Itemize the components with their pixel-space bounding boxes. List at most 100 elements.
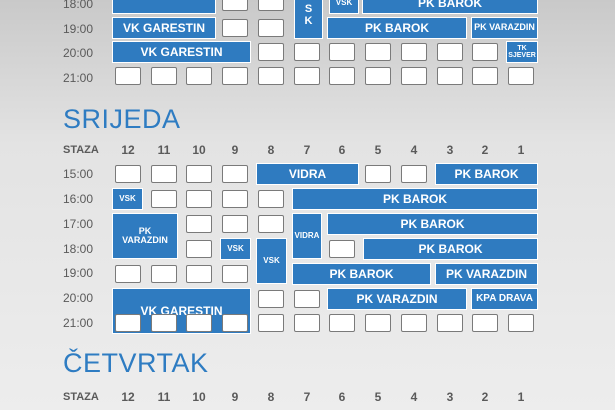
booking-block[interactable] (112, 0, 216, 14)
free-slot[interactable] (258, 190, 284, 208)
free-slot[interactable] (258, 67, 284, 85)
free-slot[interactable] (222, 314, 248, 332)
free-slot[interactable] (222, 165, 248, 183)
lane-header: STAZA (63, 391, 99, 403)
free-slot[interactable] (365, 165, 391, 183)
free-slot[interactable] (258, 314, 284, 332)
booking-block[interactable]: PK BAROK (327, 213, 538, 235)
lane-header: STAZA (63, 144, 99, 156)
free-slot[interactable] (186, 240, 212, 258)
lane-number: 8 (267, 390, 275, 404)
free-slot[interactable] (115, 165, 141, 183)
free-slot[interactable] (258, 215, 284, 233)
free-slot[interactable] (258, 0, 284, 11)
free-slot[interactable] (115, 265, 141, 283)
free-slot[interactable] (437, 314, 463, 332)
booking-block[interactable]: VSK (112, 188, 143, 210)
free-slot[interactable] (222, 215, 248, 233)
free-slot[interactable] (294, 314, 320, 332)
free-slot[interactable] (437, 43, 463, 61)
booking-block[interactable]: VK GARESTIN (112, 17, 216, 39)
free-slot[interactable] (365, 67, 391, 85)
time-label: 17:00 (63, 217, 94, 231)
free-slot[interactable] (508, 314, 534, 332)
booking-block[interactable]: PK VARAZDIN (471, 17, 538, 39)
booking-block[interactable]: PK BAROK (362, 0, 538, 14)
free-slot[interactable] (401, 43, 427, 61)
free-slot[interactable] (401, 314, 427, 332)
lane-number: 6 (338, 390, 346, 404)
time-label: 18:00 (63, 0, 94, 11)
free-slot[interactable] (365, 314, 391, 332)
time-label: 19:00 (63, 266, 94, 280)
booking-block[interactable]: PK BAROK (363, 238, 538, 260)
booking-block[interactable]: PK VARAZDIN (112, 213, 178, 259)
day-title: ČETVRTAK (63, 348, 209, 378)
booking-block[interactable]: PK BAROK (327, 17, 467, 39)
free-slot[interactable] (151, 314, 177, 332)
booking-block[interactable]: VIDRA (256, 163, 359, 185)
booking-block[interactable]: PK BAROK (435, 163, 538, 185)
free-slot[interactable] (186, 165, 212, 183)
free-slot[interactable] (329, 43, 355, 61)
free-slot[interactable] (508, 67, 534, 85)
free-slot[interactable] (258, 43, 284, 61)
booking-block[interactable]: PK VARAZDIN (327, 288, 467, 310)
lane-number: 2 (481, 390, 489, 404)
free-slot[interactable] (222, 0, 248, 11)
time-label: 18:00 (63, 242, 94, 256)
free-slot[interactable] (258, 290, 284, 308)
free-slot[interactable] (151, 165, 177, 183)
free-slot[interactable] (472, 314, 498, 332)
free-slot[interactable] (151, 67, 177, 85)
day-title: SRIJEDA (63, 104, 181, 134)
booking-block[interactable]: S K (294, 0, 323, 39)
free-slot[interactable] (401, 67, 427, 85)
free-slot[interactable] (151, 190, 177, 208)
free-slot[interactable] (365, 43, 391, 61)
booking-block[interactable]: VIDRA (292, 213, 322, 259)
free-slot[interactable] (186, 215, 212, 233)
free-slot[interactable] (437, 67, 463, 85)
lane-number: 8 (267, 143, 275, 157)
free-slot[interactable] (401, 165, 427, 183)
booking-block[interactable]: VSK (329, 0, 359, 14)
free-slot[interactable] (186, 265, 212, 283)
free-slot[interactable] (151, 265, 177, 283)
booking-block[interactable]: TK SJEVER (506, 41, 538, 63)
lane-number: 2 (481, 143, 489, 157)
lane-number: 7 (303, 143, 311, 157)
free-slot[interactable] (186, 314, 212, 332)
free-slot[interactable] (115, 314, 141, 332)
free-slot[interactable] (222, 19, 248, 37)
free-slot[interactable] (115, 67, 141, 85)
lane-number: 12 (121, 390, 135, 404)
free-slot[interactable] (329, 314, 355, 332)
free-slot[interactable] (222, 67, 248, 85)
booking-block[interactable]: PK BAROK (292, 263, 431, 285)
booking-block[interactable]: VSK (256, 238, 287, 284)
lane-number: 10 (192, 143, 206, 157)
free-slot[interactable] (222, 190, 248, 208)
lane-number: 11 (157, 390, 171, 404)
free-slot[interactable] (329, 240, 355, 258)
booking-block[interactable]: PK VARAZDIN (435, 263, 538, 285)
time-label: 21:00 (63, 71, 94, 85)
free-slot[interactable] (186, 190, 212, 208)
booking-block[interactable]: KPA DRAVA (471, 288, 538, 310)
booking-block[interactable]: VK GARESTIN (112, 41, 251, 63)
free-slot[interactable] (294, 43, 320, 61)
free-slot[interactable] (329, 67, 355, 85)
free-slot[interactable] (258, 19, 284, 37)
lane-number: 9 (231, 390, 239, 404)
free-slot[interactable] (472, 43, 498, 61)
free-slot[interactable] (222, 265, 248, 283)
free-slot[interactable] (294, 67, 320, 85)
booking-block[interactable]: PK BAROK (292, 188, 538, 210)
lane-number: 12 (121, 143, 135, 157)
booking-block[interactable]: VSK (220, 238, 251, 260)
free-slot[interactable] (294, 290, 320, 308)
free-slot[interactable] (472, 67, 498, 85)
lane-number: 4 (410, 390, 418, 404)
free-slot[interactable] (186, 67, 212, 85)
